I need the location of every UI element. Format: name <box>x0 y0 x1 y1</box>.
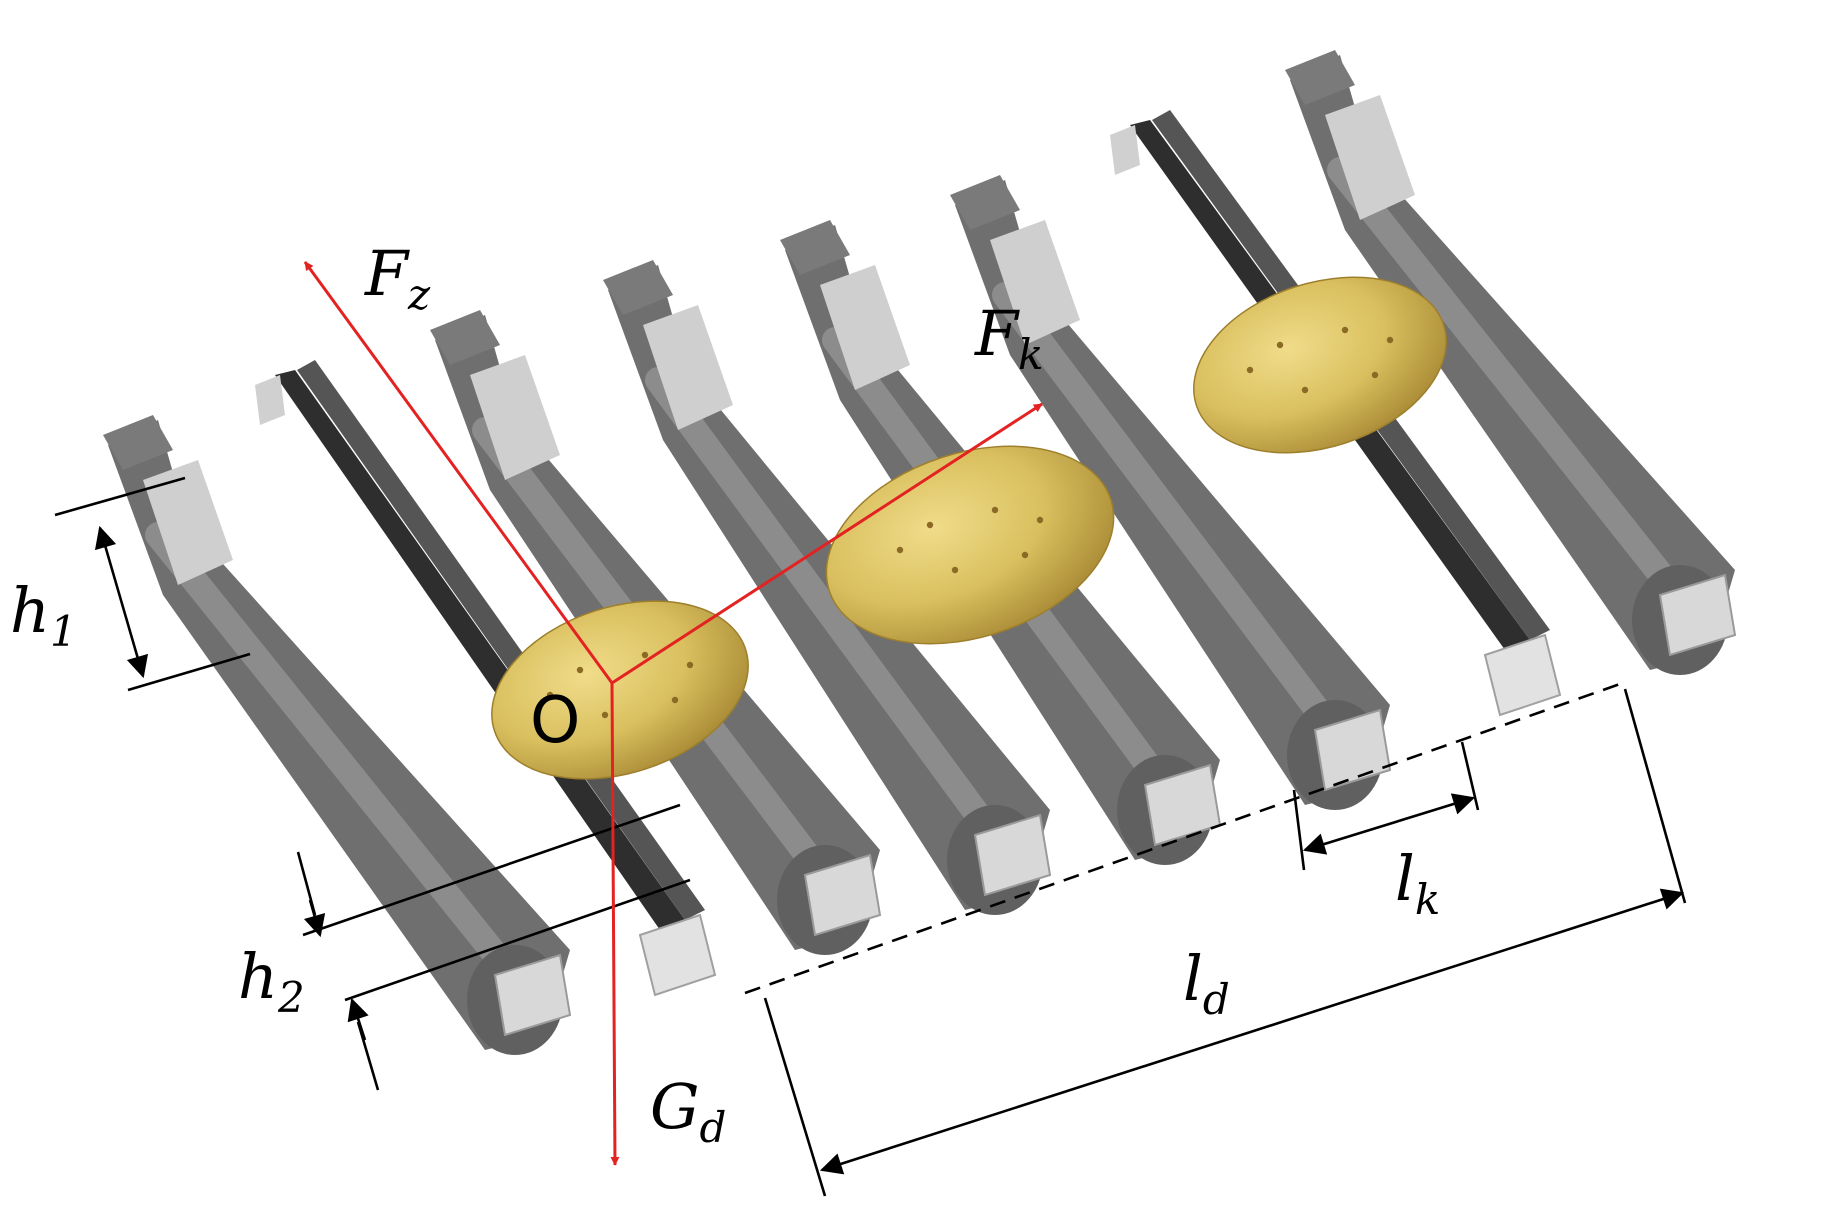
rod-top-cap <box>1285 50 1355 105</box>
h2-extension-bottom <box>344 878 691 1002</box>
ld-label: ld <box>1183 942 1230 1024</box>
potato-spot <box>576 666 584 674</box>
h1-arrow <box>94 525 149 679</box>
potato-spot <box>1276 341 1284 349</box>
potato-spot <box>896 546 904 554</box>
rod-8 <box>1285 50 1737 675</box>
fz-arrow <box>303 261 614 684</box>
potato-spot <box>546 691 554 699</box>
rod-top-cap <box>603 260 673 315</box>
rod-top-cap <box>780 220 850 275</box>
h2-arrow-top <box>303 899 326 938</box>
h2-label: h2 <box>238 940 305 1022</box>
fk-label: Fk <box>974 297 1043 379</box>
potato-spot <box>601 711 609 719</box>
force-arrows <box>303 261 1043 1166</box>
ld-extension-right <box>1623 688 1687 904</box>
h2-extension-top <box>302 803 681 937</box>
lk-label: lk <box>1395 842 1440 924</box>
rod-sleeve <box>820 265 910 390</box>
potato-3 <box>1193 276 1447 454</box>
ld-arrow <box>819 888 1685 1175</box>
fz-label: Fz <box>364 237 431 319</box>
h2-tick-bottom <box>356 1021 380 1091</box>
rod-sleeve <box>1325 95 1415 220</box>
rod-highlight <box>145 522 533 998</box>
rod-highlight <box>992 282 1353 753</box>
rod-top-cap <box>950 175 1020 230</box>
rod-top-cap <box>103 415 173 470</box>
fin-bottom-block <box>1483 633 1562 717</box>
fin-top-block <box>1110 125 1140 175</box>
rod-highlight <box>1327 157 1698 618</box>
rod-highlight <box>645 367 1013 858</box>
dimension-lines <box>54 476 1687 1197</box>
gd-arrow <box>610 682 620 1166</box>
rod-top-cap <box>430 310 500 365</box>
rod-bottom-face <box>1658 573 1737 657</box>
potato-spot <box>1036 516 1044 524</box>
potato-body <box>1193 276 1447 454</box>
fin-bottom-block <box>638 913 717 997</box>
potato-spot <box>671 696 679 704</box>
ld-extension-left <box>763 997 827 1197</box>
rod-bottom-face <box>973 813 1052 897</box>
lk-extension-left <box>1292 789 1306 871</box>
h2-arrow-bottom <box>347 997 369 1041</box>
potato-body <box>491 600 749 780</box>
lk-arrow <box>1302 793 1476 855</box>
fk-arrow <box>611 402 1043 685</box>
potato-spot <box>1246 366 1254 374</box>
rod-1 <box>103 415 572 1055</box>
rod-6 <box>950 175 1392 810</box>
potato-spot <box>1301 386 1309 394</box>
rod-sleeve <box>990 220 1080 345</box>
potato-spot <box>641 651 649 659</box>
potato-spot <box>926 521 934 529</box>
rod-sleeve <box>643 305 733 430</box>
h1-label: h1 <box>10 574 77 656</box>
h1-extension-top <box>54 476 186 517</box>
gd-label: Gd <box>650 1070 726 1152</box>
lk-extension-right <box>1460 741 1480 811</box>
rod-bottom-face <box>1313 708 1392 792</box>
rod-2 <box>255 360 717 997</box>
rod-bottom-face <box>493 953 572 1037</box>
fin-edge <box>297 360 705 920</box>
fin-blade <box>275 370 685 930</box>
potato-spot <box>1371 371 1379 379</box>
potato-spot <box>951 566 959 574</box>
origin-label: O <box>530 684 580 758</box>
rod-sleeve <box>470 355 560 480</box>
rod-sleeve <box>143 460 233 585</box>
fin-top-block <box>255 375 285 425</box>
potatoes <box>491 276 1447 780</box>
potato-spot <box>991 506 999 514</box>
potato-spot <box>1021 551 1029 559</box>
potato-spot <box>1386 336 1394 344</box>
potato-spot <box>1341 326 1349 334</box>
potato-spot <box>686 661 694 669</box>
h1-extension-bottom <box>127 652 251 692</box>
potato-1 <box>491 600 749 780</box>
